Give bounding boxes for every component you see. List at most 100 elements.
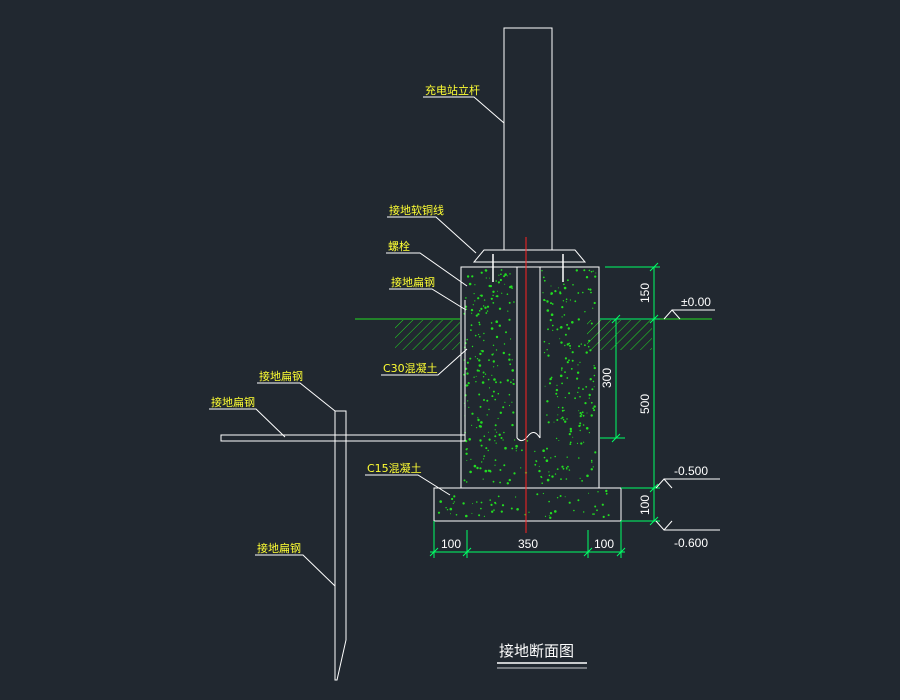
aggregate-speck bbox=[593, 365, 595, 367]
aggregate-speck bbox=[583, 269, 586, 272]
aggregate-speck bbox=[482, 478, 484, 480]
aggregate-speck bbox=[582, 291, 584, 294]
aggregate-speck bbox=[466, 275, 470, 278]
aggregate-speck bbox=[563, 286, 567, 290]
aggregate-speck bbox=[593, 513, 595, 515]
aggregate-speck bbox=[465, 297, 467, 299]
aggregate-speck bbox=[561, 369, 563, 371]
aggregate-speck bbox=[576, 377, 579, 380]
aggregate-speck bbox=[480, 307, 483, 310]
aggregate-speck bbox=[579, 395, 581, 398]
aggregate-speck bbox=[582, 414, 585, 417]
aggregate-speck bbox=[478, 359, 481, 362]
aggregate-speck bbox=[546, 400, 549, 403]
aggregate-speck bbox=[490, 503, 493, 506]
aggregate-speck bbox=[602, 515, 605, 519]
aggregate-speck bbox=[491, 374, 493, 376]
aggregate-speck bbox=[583, 511, 585, 513]
aggregate-speck bbox=[556, 497, 559, 499]
aggregate-speck bbox=[554, 290, 557, 293]
aggregate-speck bbox=[512, 411, 515, 414]
aggregate-speck bbox=[540, 475, 542, 478]
aggregate-speck bbox=[511, 369, 514, 372]
aggregate-speck bbox=[558, 440, 560, 441]
aggregate-speck bbox=[577, 391, 579, 394]
aggregate-speck bbox=[495, 381, 497, 384]
aggregate-speck bbox=[500, 273, 502, 276]
aggregate-speck bbox=[546, 300, 549, 303]
aggregate-speck bbox=[563, 314, 566, 316]
aggregate-speck bbox=[494, 424, 497, 427]
aggregate-speck bbox=[465, 440, 468, 443]
aggregate-speck bbox=[562, 467, 565, 470]
aggregate-speck bbox=[513, 472, 516, 475]
aggregate-speck bbox=[566, 361, 569, 364]
aggregate-speck bbox=[566, 468, 568, 470]
aggregate-speck bbox=[494, 501, 497, 504]
aggregate-speck bbox=[561, 409, 564, 412]
aggregate-speck bbox=[495, 349, 498, 351]
aggregate-speck bbox=[582, 424, 585, 426]
aggregate-speck bbox=[450, 513, 451, 515]
aggregate-speck bbox=[574, 300, 577, 303]
aggregate-speck bbox=[584, 311, 586, 313]
aggregate-speck bbox=[559, 292, 562, 295]
aggregate-speck bbox=[471, 512, 473, 514]
aggregate-speck bbox=[591, 461, 593, 463]
aggregate-speck bbox=[553, 421, 555, 423]
aggregate-speck bbox=[590, 414, 593, 417]
aggregate-speck bbox=[478, 323, 481, 326]
aggregate-speck bbox=[510, 285, 513, 288]
charging-pole bbox=[503, 27, 553, 251]
aggregate-speck bbox=[592, 513, 594, 515]
aggregate-speck bbox=[592, 307, 594, 309]
aggregate-speck bbox=[581, 411, 584, 414]
aggregate-speck bbox=[509, 363, 512, 366]
aggregate-speck bbox=[565, 467, 568, 469]
aggregate-speck bbox=[590, 322, 593, 325]
aggregate-speck bbox=[511, 423, 514, 427]
aggregate-speck bbox=[492, 480, 495, 483]
aggregate-speck bbox=[561, 382, 563, 385]
horizontal-dimensions bbox=[429, 521, 626, 558]
aggregate-speck bbox=[569, 427, 572, 431]
aggregate-speck bbox=[564, 357, 568, 360]
aggregate-speck bbox=[565, 478, 568, 480]
aggregate-speck bbox=[569, 430, 573, 433]
aggregate-speck bbox=[507, 310, 509, 312]
aggregate-speck bbox=[597, 491, 599, 493]
aggregate-speck bbox=[499, 381, 502, 384]
aggregate-speck bbox=[477, 313, 480, 316]
drawing-title: 接地断面图 bbox=[499, 642, 574, 660]
aggregate-speck bbox=[549, 516, 552, 519]
aggregate-speck bbox=[493, 353, 494, 355]
aggregate-speck bbox=[607, 514, 610, 517]
aggregate-speck bbox=[520, 467, 522, 469]
aggregate-speck bbox=[504, 283, 506, 285]
aggregate-speck bbox=[541, 270, 543, 272]
aggregate-speck bbox=[466, 361, 469, 364]
aggregate-speck bbox=[470, 324, 473, 327]
aggregate-speck bbox=[594, 505, 597, 508]
label-flat-steel-1: 接地扁钢 bbox=[259, 370, 303, 383]
aggregate-speck bbox=[588, 397, 590, 399]
vertical-dimensions bbox=[600, 262, 660, 526]
aggregate-speck bbox=[577, 499, 580, 502]
aggregate-speck bbox=[511, 359, 513, 361]
aggregate-speck bbox=[564, 496, 566, 498]
label-flat-steel-2: 接地扁钢 bbox=[211, 396, 255, 409]
aggregate-speck bbox=[560, 478, 562, 480]
aggregate-speck bbox=[502, 439, 504, 441]
aggregate-speck bbox=[545, 300, 547, 302]
aggregate-speck bbox=[476, 427, 478, 429]
aggregate-speck bbox=[548, 515, 550, 517]
aggregate-speck bbox=[592, 407, 595, 410]
aggregate-speck bbox=[509, 273, 511, 275]
aggregate-speck bbox=[508, 318, 511, 321]
c15-concrete-slab bbox=[433, 487, 622, 522]
aggregate-speck bbox=[482, 376, 485, 378]
aggregate-speck bbox=[521, 449, 523, 452]
concrete-aggregate-hatch bbox=[463, 269, 597, 485]
aggregate-speck bbox=[594, 275, 597, 278]
aggregate-speck bbox=[578, 345, 581, 348]
